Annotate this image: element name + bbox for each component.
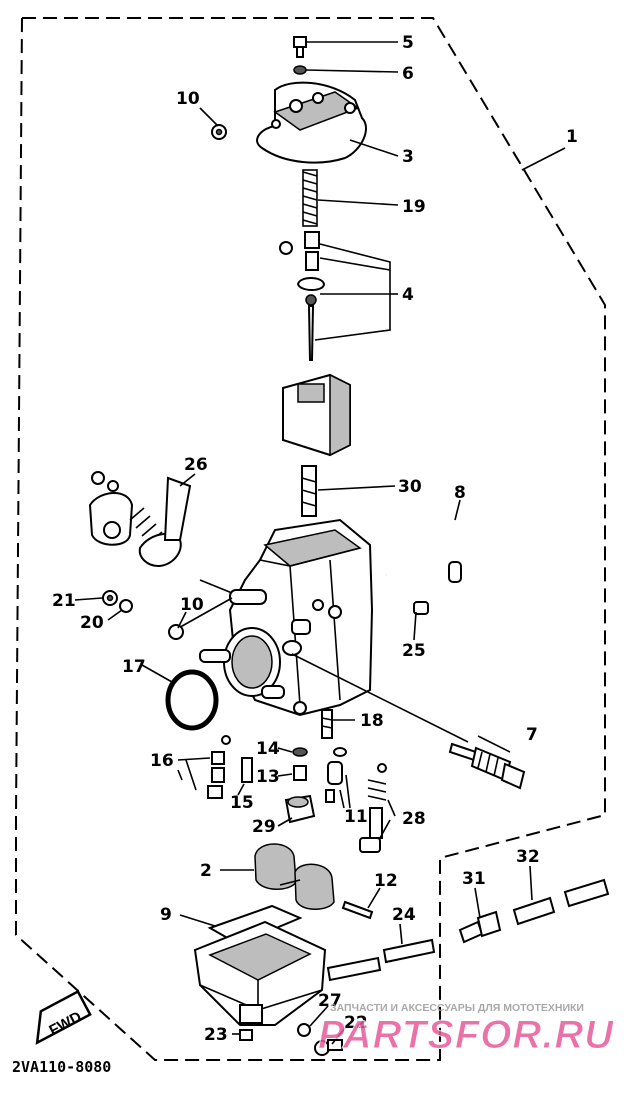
callout-7: 7: [526, 725, 538, 745]
callout-26: 26: [184, 455, 208, 475]
callout-10-side: 10: [180, 595, 204, 615]
callout-labels: 5 6 10 3 1 19 4 26 30 8 21 20 10 25 17 1…: [52, 33, 578, 1045]
needle-set-4: [279, 231, 326, 361]
washer-27: [297, 1023, 311, 1037]
jet-13: [293, 765, 307, 781]
callout-12: 12: [374, 871, 398, 891]
callout-16: 16: [150, 751, 174, 771]
parts-11: [325, 747, 347, 803]
callout-31: 31: [462, 869, 486, 889]
callout-1: 1: [566, 127, 578, 147]
callout-23: 23: [204, 1025, 228, 1045]
float-pin-12: [341, 900, 374, 920]
nut-10-top: [211, 124, 227, 140]
diagram-part-number: 2VA110-8080: [12, 1058, 111, 1076]
fwd-arrow-icon: [35, 989, 92, 1045]
callout-24: 24: [392, 905, 416, 925]
callout-15: 15: [230, 793, 254, 813]
callout-17: 17: [122, 657, 146, 677]
spring-28: [359, 763, 387, 853]
plug-29: [284, 794, 316, 824]
screw-25: [413, 601, 429, 615]
screw-21: [102, 590, 118, 606]
callout-22: 22: [344, 1013, 368, 1033]
callout-25: 25: [402, 641, 426, 661]
throttle-slide: [282, 373, 351, 457]
watermark: ЗАПЧАСТИ И АКСЕССУАРЫ ДЛЯ МОТОТЕХНИКИ PA…: [318, 1002, 614, 1058]
washer-20: [119, 599, 133, 613]
callout-9: 9: [160, 905, 172, 925]
watermark-logo: PARTSFOR.RU: [318, 1013, 614, 1057]
callout-3: 3: [402, 147, 414, 167]
callout-32: 32: [516, 847, 540, 867]
callout-4: 4: [402, 285, 414, 305]
callout-2: 2: [200, 861, 212, 881]
forward-direction-indicator: FWD: [35, 989, 92, 1045]
hose-32: [512, 878, 610, 926]
callout-29: 29: [252, 817, 276, 837]
callout-13: 13: [256, 767, 280, 787]
o-ring-17: [165, 669, 219, 731]
callout-11: 11: [344, 807, 368, 827]
nut-10-side: [168, 624, 184, 640]
float-bowl: [193, 920, 327, 1026]
callout-6: 6: [402, 64, 414, 84]
callout-30: 30: [398, 477, 422, 497]
callout-27: 27: [318, 991, 342, 1011]
jets-16: [207, 735, 231, 799]
hose-24: [326, 938, 436, 982]
spring-19: [302, 169, 318, 227]
callout-5: 5: [402, 33, 414, 53]
hose-8: [383, 514, 462, 583]
adjust-screw-7: [448, 742, 526, 790]
washer-6: [293, 65, 307, 75]
fitting-31: [458, 910, 502, 944]
screw-5: [293, 36, 307, 58]
jet-15: [241, 757, 253, 783]
screw-22: [314, 1039, 343, 1056]
callout-8: 8: [454, 483, 466, 503]
jet-30: [301, 465, 317, 517]
top-cover: [256, 81, 367, 164]
starter-assembly-26: [88, 471, 192, 568]
callout-20: 20: [80, 613, 104, 633]
callout-18: 18: [360, 711, 384, 731]
watermark-tagline: ЗАПЧАСТИ И АКСЕССУАРЫ ДЛЯ МОТОТЕХНИКИ: [330, 1002, 584, 1014]
carburetor-body: [174, 518, 469, 743]
leader-lines: [74, 41, 566, 1045]
washer-14: [292, 747, 308, 757]
callout-28: 28: [402, 809, 426, 829]
callout-14: 14: [256, 739, 280, 759]
callout-21: 21: [52, 591, 76, 611]
assembly-outline: [15, 17, 606, 1061]
jet-18: [321, 709, 333, 739]
float-2: [254, 843, 335, 910]
screw-23: [239, 1029, 253, 1041]
callout-10-top: 10: [176, 89, 200, 109]
callout-19: 19: [402, 197, 426, 217]
